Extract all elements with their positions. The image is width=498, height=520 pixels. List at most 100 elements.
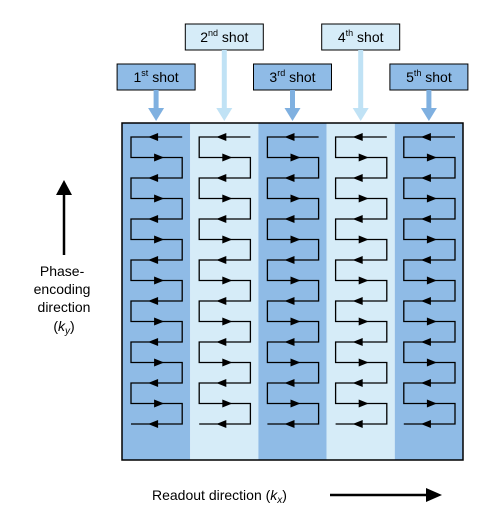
trajectory-arrowhead <box>290 276 301 285</box>
trajectory-arrowhead <box>148 297 159 305</box>
shot-arrowhead-2 <box>216 108 233 121</box>
shot-1: 1st shot <box>116 63 196 121</box>
kspace-border <box>121 122 464 461</box>
trajectory-arrowhead <box>358 194 369 203</box>
trajectory-arrowhead <box>154 317 165 326</box>
phase-label-line3: direction <box>38 299 91 315</box>
trajectory-arrowhead <box>284 256 295 264</box>
trajectory-arrowhead <box>222 194 233 203</box>
kspace-strip-5 <box>394 123 463 460</box>
trajectory-arrowhead <box>358 276 369 285</box>
trajectory-arrowhead <box>358 399 369 408</box>
trajectory-arrowhead <box>284 174 295 182</box>
trajectory-arrowhead <box>352 133 363 141</box>
shot-arrowhead-3 <box>284 108 301 121</box>
trajectory-arrowhead <box>290 399 301 408</box>
shot-box-2 <box>184 23 264 51</box>
trajectory-arrowhead <box>154 153 165 162</box>
trajectory-arrowhead <box>290 194 301 203</box>
shot-3: 3rd shot <box>253 63 332 121</box>
trajectory-arrowhead <box>426 276 437 285</box>
trajectory-arrowhead <box>216 256 227 264</box>
trajectory-arrowhead <box>426 194 437 203</box>
readout-label: Readout direction (kx) <box>152 487 287 506</box>
shot-arrowhead-5 <box>420 108 437 121</box>
trajectory-arrowhead <box>222 153 233 162</box>
trajectory-arrowhead <box>222 399 233 408</box>
shot-label-1: 1st shot <box>134 68 179 85</box>
trajectory-arrowhead <box>420 133 431 141</box>
trajectory-arrowhead <box>420 379 431 387</box>
trajectory-arrowhead <box>222 235 233 244</box>
trajectory-arrowhead <box>420 297 431 305</box>
trajectory-arrowhead <box>352 420 363 428</box>
shot-arrowhead-4 <box>352 108 369 121</box>
trajectory-arrowhead <box>358 153 369 162</box>
trajectory-arrowhead <box>154 276 165 285</box>
phase-encoding-arrow <box>56 180 72 255</box>
trajectory-arrowhead <box>154 235 165 244</box>
trajectory-arrowhead <box>154 399 165 408</box>
kspace-strip-4 <box>326 123 395 460</box>
trajectory-arrowhead <box>420 256 431 264</box>
shot-box-5 <box>389 63 469 91</box>
shot-labels: 1st shot 2nd shot 3rd shot 4th shot 5th shot <box>116 23 469 121</box>
trajectory-arrowhead <box>352 256 363 264</box>
trajectories <box>130 133 456 428</box>
trajectory-arrowhead <box>420 174 431 182</box>
trajectory-arrowhead <box>426 317 437 326</box>
kspace-strips <box>122 123 463 460</box>
trajectory-arrowhead <box>290 317 301 326</box>
shot-label-4: 4th shot <box>338 28 384 45</box>
trajectory-arrowhead <box>148 215 159 223</box>
trajectory-arrowhead <box>148 133 159 141</box>
trajectory-arrowhead <box>426 399 437 408</box>
trajectory-arrowhead <box>148 420 159 428</box>
shot-box-4 <box>321 23 401 51</box>
trajectory-arrowhead <box>426 235 437 244</box>
trajectory-arrowhead <box>216 133 227 141</box>
trajectory-arrowhead <box>216 297 227 305</box>
trajectory-arrowhead <box>216 420 227 428</box>
phase-label: Phase- encoding direction <box>34 263 95 315</box>
trajectory-arrowhead <box>154 358 165 367</box>
trajectory-arrowhead <box>420 338 431 346</box>
trajectory-arrowhead <box>420 420 431 428</box>
trajectory-arrowhead <box>222 317 233 326</box>
shot-4: 4th shot <box>321 23 401 121</box>
shot-2: 2nd shot <box>184 23 264 121</box>
trajectory-arrowhead <box>148 256 159 264</box>
trajectory-arrowhead <box>290 153 301 162</box>
trajectory-arrowhead <box>216 338 227 346</box>
trajectory-arrowhead <box>216 379 227 387</box>
trajectory-arrowhead <box>284 338 295 346</box>
trajectory-arrowhead <box>222 276 233 285</box>
trajectory-arrowhead <box>284 420 295 428</box>
trajectory-arrowhead <box>148 338 159 346</box>
trajectory-arrowhead <box>148 379 159 387</box>
trajectory-arrowhead <box>352 379 363 387</box>
phase-label-line1: Phase- <box>40 263 85 279</box>
trajectory-arrowhead <box>290 358 301 367</box>
kspace-strip-2 <box>190 123 259 460</box>
trajectory-arrowhead <box>284 379 295 387</box>
shot-label-3: 3rd shot <box>269 68 315 85</box>
shot-box-1 <box>116 63 196 91</box>
readout-arrow <box>330 488 442 502</box>
trajectory-arrowhead <box>154 194 165 203</box>
trajectory-arrowhead <box>420 215 431 223</box>
shot-label-5: 5th shot <box>406 68 452 85</box>
trajectory-arrowhead <box>284 297 295 305</box>
trajectory-arrowhead <box>352 215 363 223</box>
trajectory-arrowhead <box>216 215 227 223</box>
trajectory-arrowhead <box>148 174 159 182</box>
trajectory-arrowhead <box>222 358 233 367</box>
trajectory-arrowhead <box>352 174 363 182</box>
kspace-strip-3 <box>258 123 327 460</box>
trajectory-arrowhead <box>426 153 437 162</box>
trajectory-arrowhead <box>426 358 437 367</box>
phase-label-ky: (ky) <box>53 318 74 337</box>
trajectory-arrowhead <box>216 174 227 182</box>
trajectory-arrowhead <box>358 358 369 367</box>
